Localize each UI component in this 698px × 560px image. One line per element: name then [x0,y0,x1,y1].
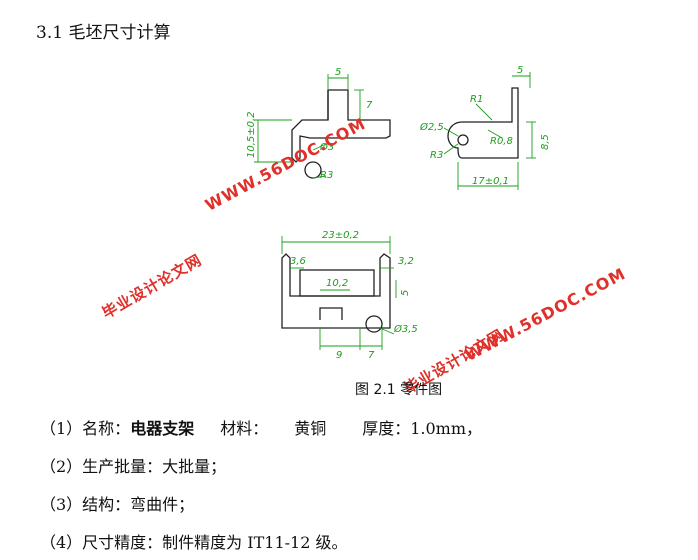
dim-label: 8,5 [540,134,551,150]
dim-label: 10,5±0,2 [246,111,257,158]
spec-material-value: 黄铜 [294,419,327,438]
dim-label: 9 [336,350,342,361]
part-drawing-svg: 5 7 10,5±0,2 Ø3 R3 R1 5 Ø2,5 R0,8 8,5 R3… [246,65,551,361]
figure-caption: 图 2.1 零件图 [355,382,443,398]
spec-line-1: （1）名称：电器支架 材料： 黄铜 厚度：1.0mm， [40,415,482,439]
top-view-hole [457,134,469,146]
spec-name-prefix: （1）名称： [40,419,131,438]
dim-label: R1 [470,94,483,105]
top-view-outline [447,87,519,159]
front-view-outline [281,253,391,329]
dim-label: 10,2 [326,278,348,289]
dim-label: 3,6 [290,256,306,267]
dim-label: 7 [368,350,375,361]
front-view-slot [299,269,375,297]
part-drawing: 5 7 10,5±0,2 Ø3 R3 R1 5 Ø2,5 R0,8 8,5 R3… [230,58,630,378]
spec-name-value: 电器支架 [130,419,195,438]
dim-label: 17±0,1 [472,176,509,187]
side-view-hole [304,161,322,179]
spec-material-label: 材料： [220,419,269,438]
side-view-outline [291,89,391,163]
dim-label: Ø3,5 [393,323,418,335]
section-heading: 3.1 毛坯尺寸计算 [36,23,171,43]
spec-thickness: 厚度：1.0mm， [362,419,483,438]
spec-line-4: （4）尺寸精度：制件精度为 IT11-12 级。 [40,533,348,552]
watermark-cn: 毕业设计论文网 [99,250,206,323]
dim-label: R3 [430,150,443,161]
dim-label: 23±0,2 [322,230,359,241]
dim-label: R0,8 [490,136,513,147]
front-view-hole [365,315,383,333]
dim-label: Ø2,5 [419,121,444,133]
dim-label: 7 [366,100,373,111]
spec-line-3: （3）结构：弯曲件； [40,495,195,514]
dim-label: 5 [517,65,523,76]
dim-label: 5 [335,67,341,78]
spec-line-2: （2）生产批量：大批量； [40,457,227,476]
dim-label: 3,2 [398,256,414,267]
dim-label: Ø3 [319,141,334,153]
dim-label: R3 [320,170,333,181]
dim-label: 5 [400,290,411,296]
